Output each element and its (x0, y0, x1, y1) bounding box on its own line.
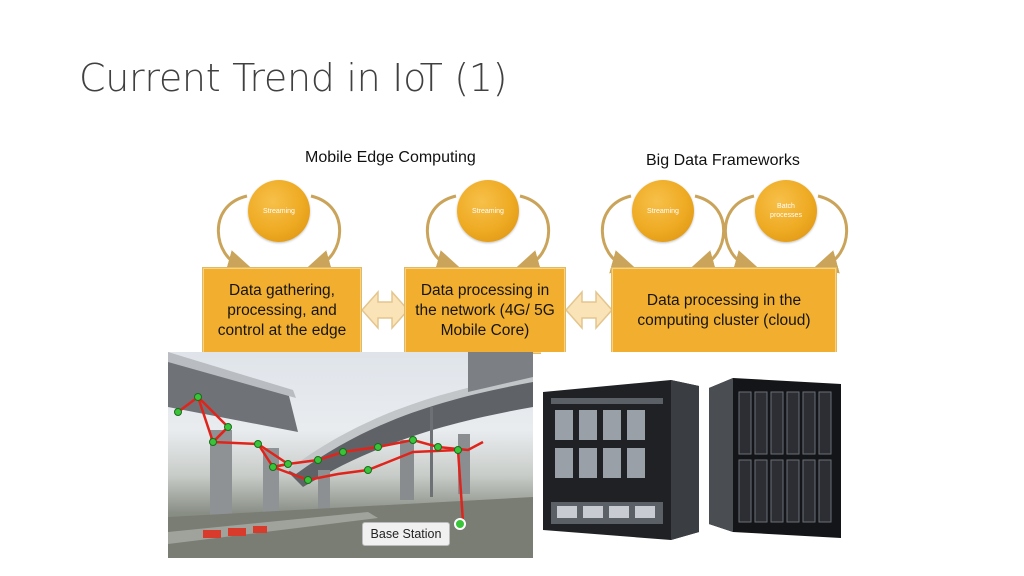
mobile-edge-computing-heading: Mobile Edge Computing (305, 149, 476, 166)
streaming-circle-1: Streaming (248, 180, 310, 242)
slide-title: Current Trend in IoT (1) (79, 56, 508, 100)
batch-processes-circle: Batch processes (755, 180, 817, 242)
edge-network-arrow-icon (360, 290, 410, 330)
blade-servers-illustration (543, 378, 841, 540)
bridge-illustration (168, 352, 533, 558)
base-station-label: Base Station (362, 522, 450, 546)
network-cloud-arrow-icon (564, 290, 614, 330)
network-processing-box: Data processing in the network (4G/ 5G M… (404, 267, 566, 354)
bridge-photo (168, 352, 533, 558)
server-rack-photo (541, 352, 843, 542)
streaming-circle-3: Streaming (632, 180, 694, 242)
edge-processing-box: Data gathering, processing, and control … (202, 267, 362, 354)
big-data-frameworks-heading: Big Data Frameworks (646, 152, 800, 169)
streaming-circle-2: Streaming (457, 180, 519, 242)
cloud-processing-box: Data processing in the computing cluster… (611, 267, 837, 354)
